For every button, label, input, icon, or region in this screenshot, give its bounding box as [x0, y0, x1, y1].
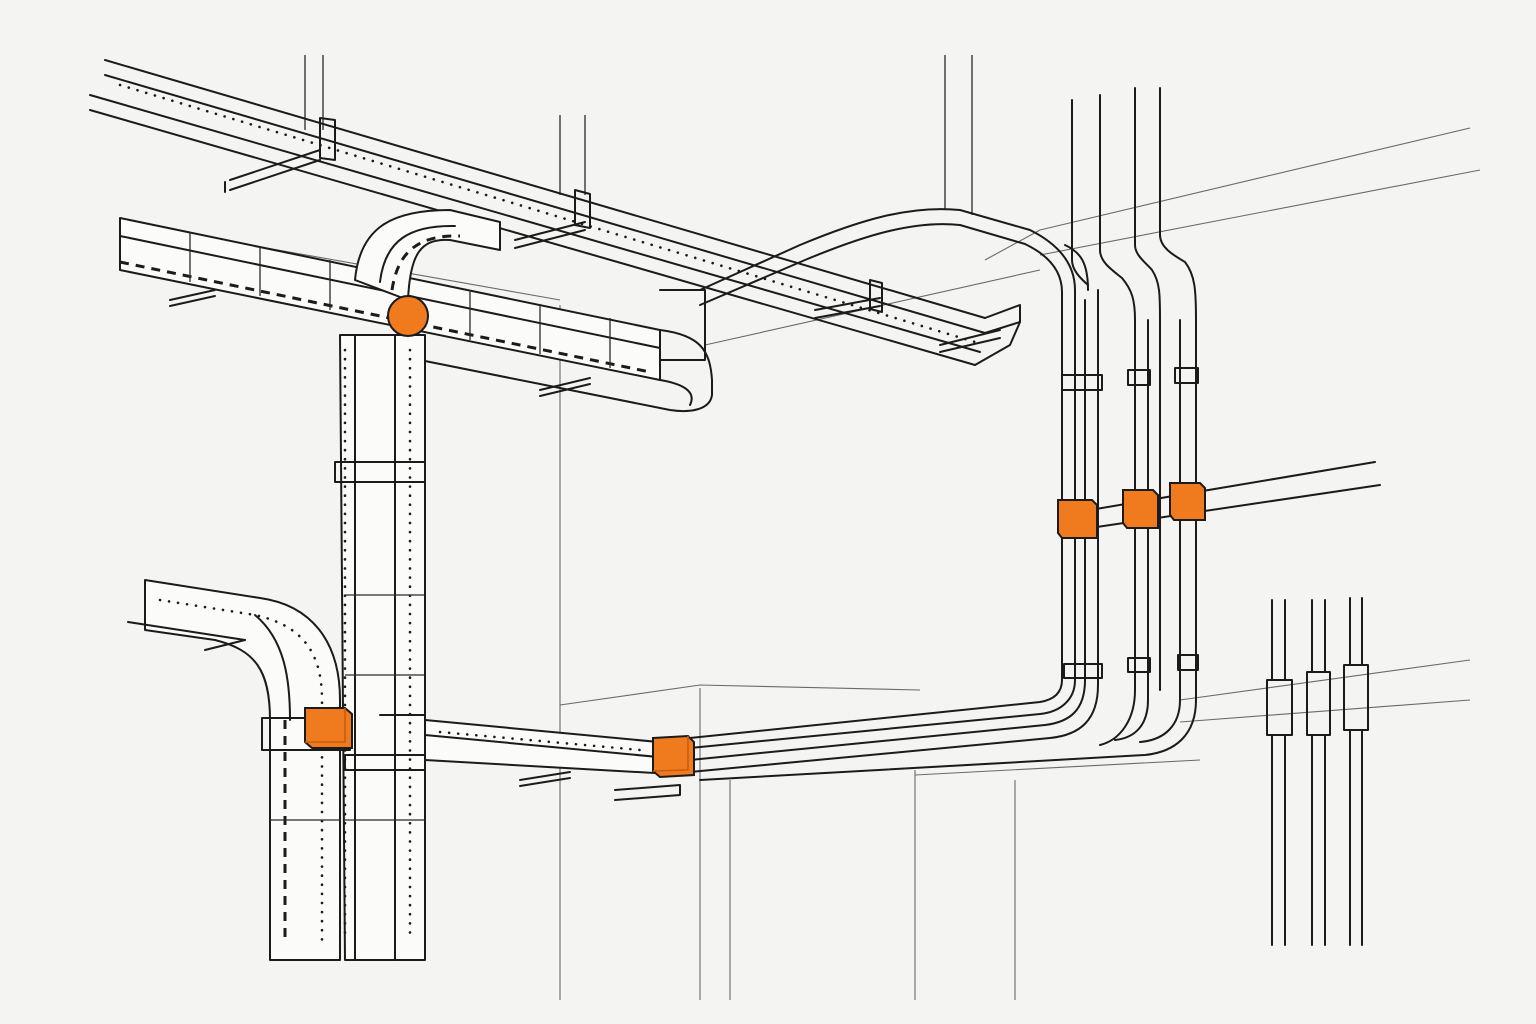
junction-box-icon: [1122, 489, 1159, 529]
junction-box-icon: [652, 734, 695, 779]
riser-elbow: [354, 209, 501, 301]
upper-cable-tray: [89, 59, 1021, 366]
lower-cable-tray: [379, 714, 691, 801]
hanger-rods: [304, 55, 973, 215]
vertical-riser-tray: [334, 334, 426, 961]
conduit-bundle-top: [689, 208, 1099, 773]
junction-box-icon: [1169, 482, 1206, 521]
far-right-conduits: [1266, 597, 1369, 946]
left-curved-tray: [127, 579, 351, 961]
junction-box-icon: [304, 707, 353, 749]
right-vertical-conduits: [699, 87, 1381, 781]
conduit-clamp-icon: [1266, 679, 1293, 736]
junction-box-icon: [1057, 499, 1098, 539]
round-fitting-icon: [387, 295, 429, 337]
orange-fittings: [304, 295, 1206, 779]
